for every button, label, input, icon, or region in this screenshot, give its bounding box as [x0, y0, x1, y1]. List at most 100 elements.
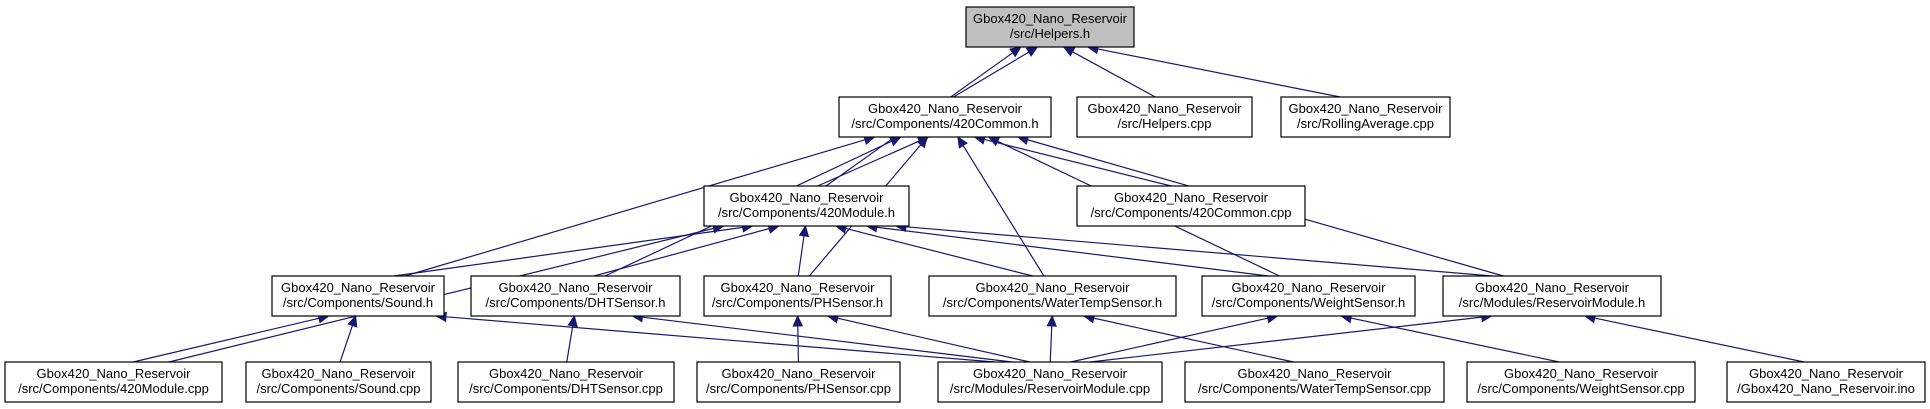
node-box[interactable]	[838, 96, 1052, 138]
node-box[interactable]	[937, 361, 1163, 403]
node-box[interactable]	[245, 361, 432, 403]
node-box[interactable]	[1076, 96, 1253, 138]
node-path-label: /src/Components/Sound.h	[283, 295, 433, 310]
node-ino[interactable]: Gbox420_Nano_Reservoir/Gbox420_Nano_Rese…	[1726, 361, 1926, 403]
node-module_h[interactable]: Gbox420_Nano_Reservoir/src/Components/42…	[703, 185, 910, 227]
edge-sound_h-to-common_h	[404, 139, 866, 277]
node-box[interactable]	[703, 275, 892, 317]
node-resmod_cpp[interactable]: Gbox420_Nano_Reservoir/src/Modules/Reser…	[937, 361, 1163, 403]
node-dht_cpp[interactable]: Gbox420_Nano_Reservoir/src/Components/DH…	[457, 361, 675, 403]
node-box[interactable]	[470, 275, 681, 317]
node-project-label: Gbox420_Nano_Reservoir	[721, 280, 876, 295]
node-project-label: Gbox420_Nano_Reservoir	[973, 11, 1128, 26]
edge-resmod_cpp-to-ph_h	[837, 317, 1030, 363]
edge-water_h-to-module_h	[845, 227, 1033, 277]
edge-ph_h-to-module_h	[797, 235, 805, 277]
node-sound_cpp[interactable]: Gbox420_Nano_Reservoir/src/Components/So…	[245, 361, 432, 403]
node-project-label: Gbox420_Nano_Reservoir	[730, 190, 885, 205]
node-box[interactable]	[696, 361, 901, 403]
edge-common_h-to-helpers_h	[953, 51, 1030, 98]
node-path-label: /src/Modules/ReservoirModule.cpp	[950, 381, 1150, 396]
node-project-label: Gbox420_Nano_Reservoir	[489, 366, 644, 381]
node-path-label: /src/Components/WaterTempSensor.cpp	[1198, 381, 1431, 396]
edge-resmod_cpp-to-sound_h	[445, 316, 995, 363]
node-path-label: /src/Modules/ReservoirModule.h	[1459, 295, 1645, 310]
node-path-label: /src/Components/DHTSensor.cpp	[469, 381, 663, 396]
node-module_cpp[interactable]: Gbox420_Nano_Reservoir/src/Components/42…	[4, 361, 223, 403]
edge-water_h-to-common_h	[962, 145, 1045, 277]
node-box[interactable]	[457, 361, 675, 403]
node-project-label: Gbox420_Nano_Reservoir	[1238, 366, 1393, 381]
edge-resmod_cpp-to-water_h	[1049, 325, 1053, 363]
node-box[interactable]	[1442, 275, 1662, 317]
node-weight_h[interactable]: Gbox420_Nano_Reservoir/src/Components/We…	[1201, 275, 1416, 317]
node-box[interactable]	[1726, 361, 1926, 403]
node-ph_cpp[interactable]: Gbox420_Nano_Reservoir/src/Components/PH…	[696, 361, 901, 403]
arrowhead-ph_h-to-common_h	[916, 136, 929, 149]
edge-resmod_cpp-to-resmod_h	[1090, 316, 1482, 363]
node-path-label: /src/Components/WeightSensor.cpp	[1477, 381, 1684, 396]
node-path-label: /src/Components/WaterTempSensor.h	[943, 295, 1162, 310]
edge-rolling_cpp-to-helpers_h	[1097, 48, 1341, 98]
node-project-label: Gbox420_Nano_Reservoir	[976, 280, 1131, 295]
node-box[interactable]	[271, 275, 445, 317]
edge-sound_h-to-module_h	[393, 226, 743, 277]
node-project-label: Gbox420_Nano_Reservoir	[1289, 101, 1444, 116]
node-box[interactable]	[1280, 96, 1451, 138]
node-box[interactable]	[1201, 275, 1416, 317]
edge-common_cpp-to-common_h	[984, 138, 1172, 187]
arrowhead-ph_cpp-to-ph_h	[792, 314, 804, 327]
node-project-label: Gbox420_Nano_Reservoir	[499, 280, 654, 295]
arrowhead-resmod_cpp-to-water_h	[1046, 314, 1058, 327]
node-project-label: Gbox420_Nano_Reservoir	[722, 366, 877, 381]
node-project-label: Gbox420_Nano_Reservoir	[262, 366, 417, 381]
arrowhead-ph_h-to-module_h	[798, 224, 810, 238]
node-box[interactable]	[1076, 185, 1306, 227]
node-box[interactable]	[4, 361, 223, 403]
node-helpers_h[interactable]: Gbox420_Nano_Reservoir/src/Helpers.h	[965, 6, 1135, 48]
node-path-label: /src/RollingAverage.cpp	[1297, 116, 1434, 131]
edge-dht_cpp-to-dht_h	[566, 325, 574, 363]
arrowhead-water_h-to-common_h	[957, 135, 968, 149]
node-dht_h[interactable]: Gbox420_Nano_Reservoir/src/Components/DH…	[470, 275, 681, 317]
node-layer: Gbox420_Nano_Reservoir/src/Helpers.hGbox…	[4, 6, 1926, 403]
node-path-label: /src/Components/WeightSensor.h	[1212, 295, 1405, 310]
edge-module_cpp-to-sound_h	[132, 317, 320, 363]
node-path-label: /src/Components/420Common.cpp	[1091, 205, 1292, 220]
node-project-label: Gbox420_Nano_Reservoir	[1749, 366, 1904, 381]
node-helpers_cpp[interactable]: Gbox420_Nano_Reservoir/src/Helpers.cpp	[1076, 96, 1253, 138]
node-ph_h[interactable]: Gbox420_Nano_Reservoir/src/Components/PH…	[703, 275, 892, 317]
node-rolling_cpp[interactable]: Gbox420_Nano_Reservoir/src/RollingAverag…	[1280, 96, 1451, 138]
node-resmod_h[interactable]: Gbox420_Nano_Reservoir/src/Modules/Reser…	[1442, 275, 1662, 317]
edge-resmod_h-to-module_h	[905, 226, 1493, 277]
arrowhead-dht_cpp-to-dht_h	[567, 314, 578, 328]
node-project-label: Gbox420_Nano_Reservoir	[1088, 101, 1243, 116]
node-path-label: /src/Components/420Module.cpp	[18, 381, 209, 396]
node-box[interactable]	[1184, 361, 1445, 403]
edge-resmod_cpp-to-weight_h	[1070, 317, 1268, 363]
node-water_h[interactable]: Gbox420_Nano_Reservoir/src/Components/Wa…	[928, 275, 1177, 317]
node-weight_cpp[interactable]: Gbox420_Nano_Reservoir/src/Components/We…	[1466, 361, 1696, 403]
node-box[interactable]	[703, 185, 910, 227]
node-project-label: Gbox420_Nano_Reservoir	[1475, 280, 1630, 295]
node-box[interactable]	[1466, 361, 1696, 403]
edge-weight_h-to-module_h	[876, 226, 1269, 277]
node-path-label: /src/Components/Sound.cpp	[256, 381, 420, 396]
node-path-label: /src/Components/DHTSensor.h	[486, 295, 666, 310]
edge-helpers_cpp-to-helpers_h	[1072, 51, 1156, 98]
node-project-label: Gbox420_Nano_Reservoir	[37, 366, 192, 381]
node-common_h[interactable]: Gbox420_Nano_Reservoir/src/Components/42…	[838, 96, 1052, 138]
node-box[interactable]	[965, 6, 1135, 48]
node-box[interactable]	[928, 275, 1177, 317]
node-sound_h[interactable]: Gbox420_Nano_Reservoir/src/Components/So…	[271, 275, 445, 317]
node-path-label: /src/Components/420Module.h	[718, 205, 895, 220]
node-common_cpp[interactable]: Gbox420_Nano_Reservoir/src/Components/42…	[1076, 185, 1306, 227]
node-project-label: Gbox420_Nano_Reservoir	[1504, 366, 1659, 381]
node-project-label: Gbox420_Nano_Reservoir	[1114, 190, 1269, 205]
node-water_cpp[interactable]: Gbox420_Nano_Reservoir/src/Components/Wa…	[1184, 361, 1445, 403]
edge-water_cpp-to-water_h	[1093, 317, 1294, 363]
arrowhead-dht_h-to-common_h	[888, 136, 902, 147]
edge-weight_cpp-to-weight_h	[1350, 317, 1560, 363]
node-project-label: Gbox420_Nano_Reservoir	[281, 280, 436, 295]
